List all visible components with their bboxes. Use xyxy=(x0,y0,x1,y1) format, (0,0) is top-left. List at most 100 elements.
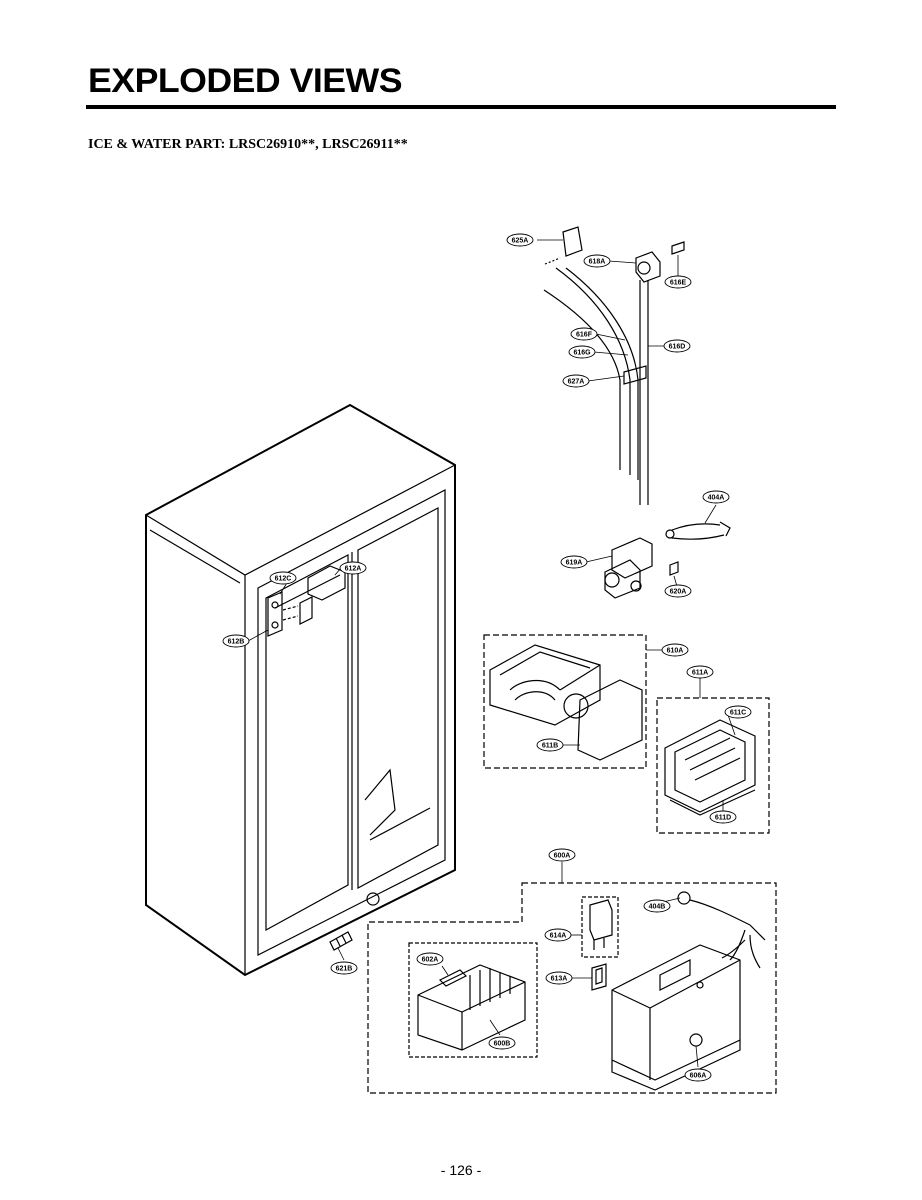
callout-box-611A xyxy=(656,697,770,834)
part-labels: 625A 618A 616E 616F 616G 616D 627A 404A 619A 620A… xyxy=(222,233,752,1082)
label-text: 611D xyxy=(715,815,731,822)
harness-404A xyxy=(665,521,731,540)
label-text: 621B xyxy=(336,966,353,973)
water-tube-assembly xyxy=(543,226,685,505)
label-text: 612B xyxy=(228,639,245,646)
part-label-616e: 616E xyxy=(664,275,692,289)
part-label-606a: 606A xyxy=(684,1068,712,1082)
label-oval xyxy=(709,810,737,824)
callout-box-602A xyxy=(408,942,538,1058)
label-oval xyxy=(269,571,297,585)
part-label-611a: 611A xyxy=(686,665,714,679)
label-oval xyxy=(416,952,444,966)
part-label-620a: 620A xyxy=(664,584,692,598)
label-text: 611A xyxy=(692,670,708,677)
label-text: 616G xyxy=(573,350,591,357)
label-text: 616D xyxy=(669,344,686,351)
label-oval xyxy=(545,971,573,985)
title-rule xyxy=(86,105,836,109)
label-oval xyxy=(664,275,692,289)
part-label-625a: 625A xyxy=(506,233,534,247)
part-label-611b: 611B xyxy=(536,738,564,752)
bracket-606A xyxy=(611,944,741,1091)
page-title: EXPLODED VIEWS xyxy=(88,62,403,100)
part-label-404a: 404A xyxy=(702,490,730,504)
label-text: 620A xyxy=(670,589,687,596)
label-text: 600A xyxy=(554,853,571,860)
part-label-611d: 611D xyxy=(709,810,737,824)
label-oval xyxy=(544,928,572,942)
switch-614A xyxy=(589,899,613,950)
label-oval xyxy=(686,665,714,679)
label-text: 606A xyxy=(690,1073,707,1080)
label-text: 404A xyxy=(708,495,725,502)
label-text: 612C xyxy=(275,576,292,583)
label-text: 627A xyxy=(568,379,585,386)
label-oval xyxy=(661,643,689,657)
label-text: 625A xyxy=(512,238,529,245)
callout-box-600A xyxy=(367,882,777,1094)
label-oval xyxy=(562,374,590,388)
label-oval xyxy=(536,738,564,752)
leader-lines xyxy=(247,239,736,1068)
part-label-613a: 613A xyxy=(545,971,573,985)
part-label-612b: 612B xyxy=(222,634,250,648)
shelf-611A xyxy=(664,719,756,816)
part-label-616g: 616G xyxy=(568,345,596,359)
label-text: 404B xyxy=(649,904,666,911)
label-oval xyxy=(702,490,730,504)
part-label-614a: 614A xyxy=(544,928,572,942)
callout-box-614A xyxy=(581,896,619,958)
harness-404B xyxy=(677,891,766,969)
water-valve-619A xyxy=(604,537,679,599)
part-label-619a: 619A xyxy=(560,555,588,569)
part-label-611c: 611C xyxy=(724,705,752,719)
part-label-616f: 616F xyxy=(570,327,598,341)
label-oval xyxy=(583,254,611,268)
label-text: 619A xyxy=(566,560,583,567)
part-label-621b: 621B xyxy=(330,961,358,975)
ice-bucket-610A xyxy=(489,644,643,761)
label-oval xyxy=(330,961,358,975)
refrigerator-cabinet xyxy=(145,403,456,977)
part-label-602a: 602A xyxy=(416,952,444,966)
label-oval xyxy=(506,233,534,247)
label-text: 611B xyxy=(542,743,558,750)
part-label-612a: 612A xyxy=(339,561,367,575)
label-oval xyxy=(570,327,598,341)
part-label-600b: 600B xyxy=(488,1036,516,1050)
label-text: 612A xyxy=(345,566,362,573)
label-oval xyxy=(222,634,250,648)
label-oval xyxy=(643,899,671,913)
label-oval xyxy=(560,555,588,569)
label-oval xyxy=(339,561,367,575)
label-text: 614A xyxy=(550,933,567,940)
label-oval xyxy=(663,339,691,353)
label-oval xyxy=(488,1036,516,1050)
icemaker-600B xyxy=(417,964,526,1051)
label-text: 618A xyxy=(589,259,606,266)
connector-621B xyxy=(329,931,353,951)
part-label-627a: 627A xyxy=(562,374,590,388)
label-text: 600B xyxy=(494,1041,511,1048)
label-text: 613A xyxy=(551,976,568,983)
label-text: 616F xyxy=(576,332,593,339)
part-label-618a: 618A xyxy=(583,254,611,268)
part-label-600a: 600A xyxy=(548,848,576,862)
part-label-610a: 610A xyxy=(661,643,689,657)
section-subtitle: ICE & WATER PART: LRSC26910**, LRSC26911… xyxy=(88,137,408,152)
label-text: 611C xyxy=(730,710,746,717)
label-text: 616E xyxy=(670,280,687,287)
label-oval xyxy=(724,705,752,719)
part-label-616d: 616D xyxy=(663,339,691,353)
label-text: 602A xyxy=(422,957,439,964)
callout-box-610A xyxy=(483,634,647,769)
label-oval xyxy=(684,1068,712,1082)
label-oval xyxy=(664,584,692,598)
label-oval xyxy=(548,848,576,862)
page-number: - 126 - xyxy=(440,1162,482,1178)
label-text: 610A xyxy=(667,648,684,655)
label-oval xyxy=(568,345,596,359)
part-label-612c: 612C xyxy=(269,571,297,585)
